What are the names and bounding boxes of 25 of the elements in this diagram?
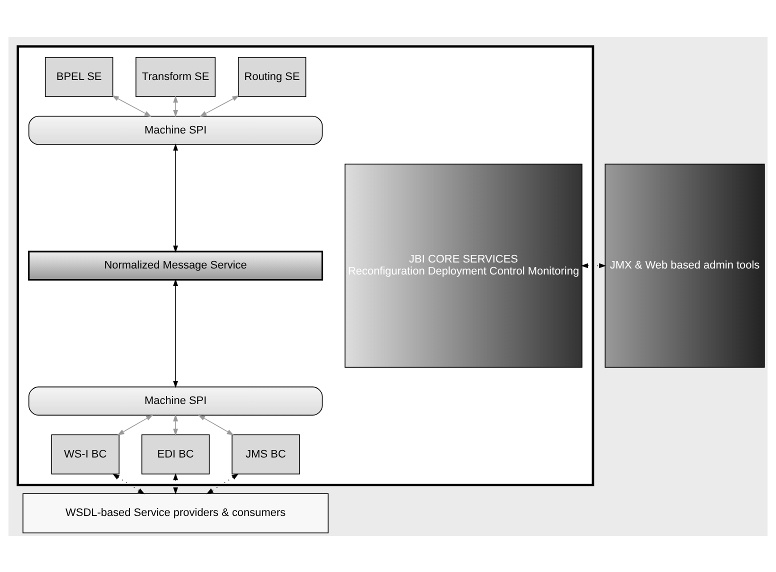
node-box: Machine SPI [28, 115, 323, 144]
node-box: EDI BC [141, 434, 210, 474]
arrow [173, 143, 178, 252]
arrow [206, 473, 239, 494]
arrow [173, 414, 178, 436]
arrow [200, 94, 240, 116]
node-box: BPEL SE [44, 56, 114, 97]
node-box: JMS BC [232, 434, 300, 474]
node-box: WS-I BC [51, 434, 120, 474]
arrow [173, 95, 178, 117]
arrow [580, 262, 606, 268]
arrow [117, 414, 154, 435]
arrow [112, 94, 152, 116]
node-box: Normalized Message Service [28, 250, 324, 280]
node-box: JBI CORE SERVICES Reconfiguration Deployment Control Monitoring [344, 163, 582, 368]
arrow [198, 414, 234, 435]
node-box: Routing SE [238, 56, 306, 97]
arrow [112, 473, 145, 494]
node-box: JMX & Web based admin tools [604, 163, 765, 368]
node-box: WSDL-based Service providers & consumers [22, 492, 329, 533]
arrow [173, 278, 178, 388]
arrow [173, 472, 178, 494]
node-box: Transform SE [136, 56, 216, 97]
node-box: Machine SPI [28, 386, 323, 416]
cluster [16, 44, 594, 486]
